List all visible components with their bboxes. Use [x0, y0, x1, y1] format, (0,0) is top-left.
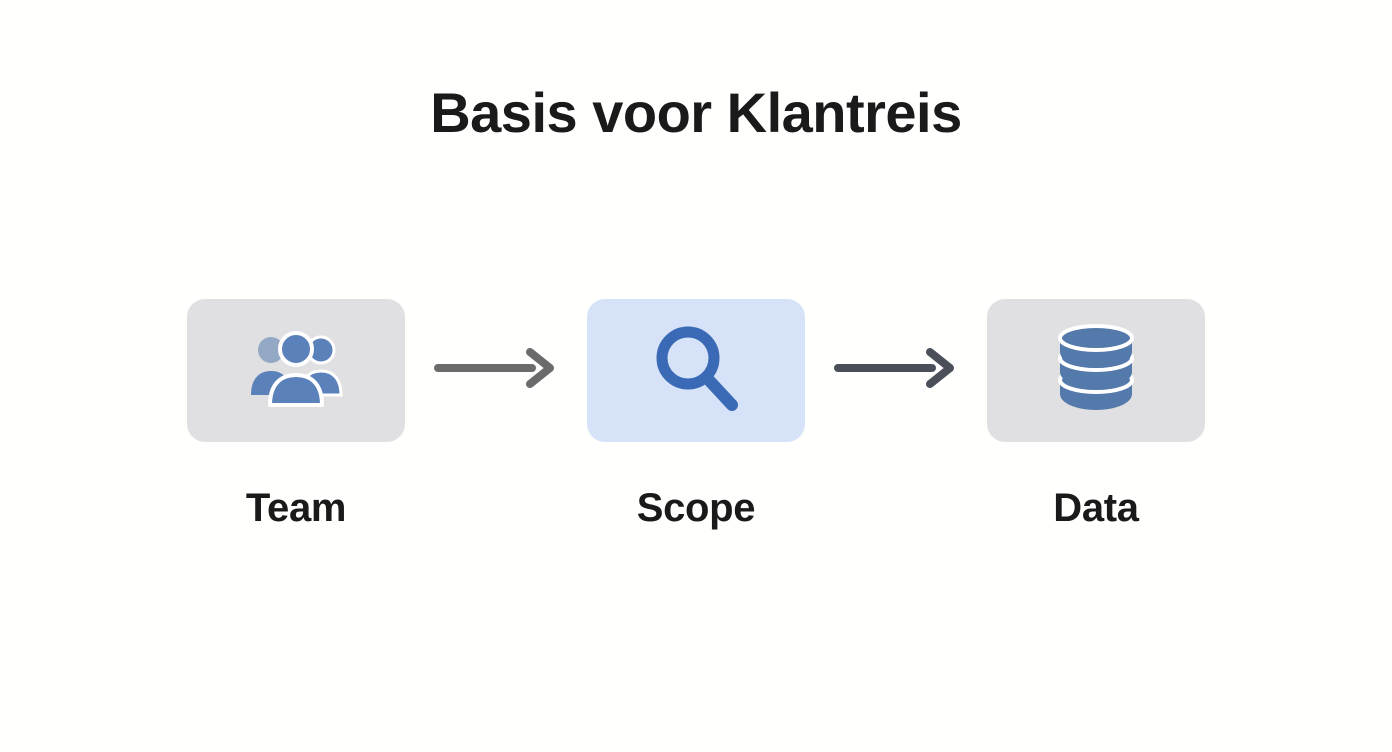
flow-connector-1	[405, 299, 587, 442]
page-title: Basis voor Klantreis	[430, 81, 962, 144]
database-icon	[1054, 322, 1138, 419]
arrow-right-icon	[432, 346, 560, 395]
process-flow-diagram: Team Scope	[0, 299, 1392, 549]
flow-step-scope: Scope	[587, 299, 805, 528]
people-group-icon	[248, 329, 344, 412]
arrow-right-icon	[832, 346, 960, 395]
flow-step-label-data: Data	[1053, 486, 1139, 530]
flow-step-team: Team	[187, 299, 405, 528]
flow-card-team	[187, 299, 405, 442]
flow-step-data: Data	[987, 299, 1205, 528]
flow-card-scope	[587, 299, 805, 442]
flow-connector-2	[805, 299, 987, 442]
flow-card-data	[987, 299, 1205, 442]
flow-step-label-scope: Scope	[636, 486, 756, 530]
magnifying-glass-icon	[648, 320, 744, 421]
flow-step-label-team: Team	[245, 486, 347, 530]
